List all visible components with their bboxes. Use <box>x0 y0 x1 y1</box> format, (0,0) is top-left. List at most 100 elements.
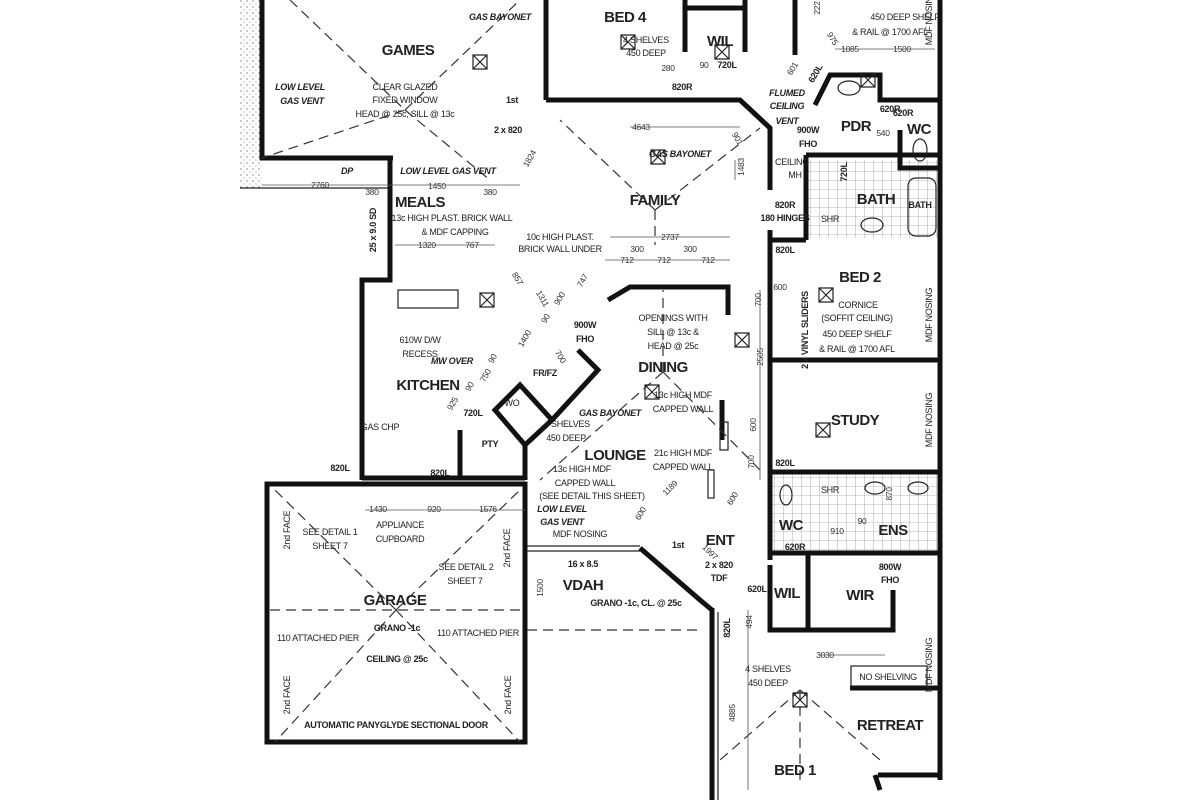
room-label-wir: WIR <box>846 587 874 604</box>
annotation: GAS VENT <box>280 96 325 106</box>
annotation: 610W D/W <box>399 335 441 345</box>
dimension-label: 300 <box>630 244 644 254</box>
door-label: 820L <box>775 458 795 468</box>
door-label: 820L <box>722 618 732 638</box>
door-label: 820L <box>775 245 795 255</box>
annotation: CEILING @ 25c <box>366 654 428 664</box>
room-label-bed-1: BED 1 <box>774 762 816 779</box>
annotation: BATH <box>908 200 931 210</box>
walls <box>240 0 943 800</box>
dimension-label: 1430 <box>369 504 387 514</box>
annotation: 4 SHELVES <box>623 35 669 45</box>
annotation: NO SHELVING <box>859 672 917 682</box>
door-label: 820R <box>672 82 693 92</box>
annotation: (SEE DETAIL THIS SHEET) <box>539 491 645 501</box>
dimension-label: 700 <box>753 293 763 307</box>
annotation: 16 x 8.5 <box>568 559 598 569</box>
annotation: CLEAR GLAZED <box>373 82 439 92</box>
annotation: SHEET 7 <box>312 541 348 551</box>
annotation: 13c HIGH MDF <box>654 390 713 400</box>
door-label: 820L <box>430 468 450 478</box>
dimension-label: 1483 <box>736 158 746 176</box>
annotation: DP <box>341 166 354 176</box>
door-label: 620R <box>880 104 901 114</box>
dimension-label: 300 <box>683 244 697 254</box>
light-point-icon <box>734 332 750 348</box>
dimension-label: 975 <box>825 30 841 47</box>
door-label: 720L <box>717 60 737 70</box>
annotation: 2 x 820 <box>494 125 522 135</box>
annotation: 2 x VINYL SLIDERS <box>800 291 810 369</box>
dimension-label: 90 <box>486 352 499 365</box>
annotation: 1st <box>672 540 684 550</box>
room-label-wc: WC <box>907 121 932 138</box>
dimension-label: 600 <box>773 282 787 292</box>
dimension-label: 4885 <box>727 704 737 722</box>
room-label-games: GAMES <box>382 42 435 59</box>
annotation: 110 ATTACHED PIER <box>277 633 360 643</box>
dimension-label: 600 <box>725 490 741 507</box>
dimension-label: 857 <box>510 270 526 287</box>
dimension-label: 1576 <box>479 504 497 514</box>
annotation: 800W <box>879 562 902 572</box>
annotation: 450 DEEP <box>626 48 666 58</box>
annotation: 2nd FACE <box>282 675 292 714</box>
annotation: CUPBOARD <box>376 534 425 544</box>
annotation: 25 x 9.0 SD <box>368 207 378 252</box>
door-label: 620L <box>747 584 767 594</box>
ensuite-tiles <box>772 474 940 552</box>
annotation: & RAIL @ 1700 AFL <box>819 344 895 354</box>
bath-tiles <box>808 160 940 238</box>
annotation: FR/FZ <box>533 368 558 378</box>
annotation: GRANO -1c, CL. @ 25c <box>590 598 682 608</box>
room-label-wil: WIL <box>707 33 733 50</box>
annotation: 2nd FACE <box>503 675 513 714</box>
dimension-label: 90 <box>463 380 476 393</box>
dimension-label: 700 <box>746 455 756 469</box>
room-label-bed-4: BED 4 <box>604 9 647 26</box>
dimension-label: 222 <box>812 1 822 15</box>
annotation: FIXED WINDOW <box>373 95 439 105</box>
annotation: 10c HIGH PLAST. <box>526 232 594 242</box>
annotation: SHR <box>821 485 840 495</box>
room-label-garage: GARAGE <box>364 592 427 609</box>
dimension-label: 540 <box>876 128 890 138</box>
annotation: SHEET 7 <box>447 576 483 586</box>
annotation: LOW LEVEL GAS VENT <box>400 166 497 176</box>
dimension-label: 1824 <box>521 148 539 169</box>
annotation: VENT <box>776 116 801 126</box>
annotation: 450 DEEP SHELF <box>822 329 892 339</box>
door-label: 720L <box>463 408 483 418</box>
exterior-brick-strip <box>240 0 262 188</box>
dimension-label: 1500 <box>535 579 545 597</box>
room-label-wil: WIL <box>774 585 800 602</box>
room-label-lounge: LOUNGE <box>584 447 646 464</box>
annotation: TDF <box>711 573 728 583</box>
door-label: 820L <box>330 463 350 473</box>
dimension-label: 1311 <box>534 289 551 309</box>
annotation: PTY <box>482 439 499 449</box>
annotation: & RAIL @ 1700 AFL <box>852 27 928 37</box>
light-point-icon <box>472 54 488 70</box>
door-label: 820R <box>775 200 796 210</box>
annotation: 110 ATTACHED PIER <box>437 628 520 638</box>
annotation: CAPPED WALL <box>653 404 714 414</box>
light-point-icon <box>860 72 876 88</box>
annotation: GAS BAYONET <box>579 408 643 418</box>
room-label-study: STUDY <box>831 412 880 429</box>
annotation: APPLIANCE <box>376 520 424 530</box>
room-label-pdr: PDR <box>841 118 872 135</box>
annotation: 13c HIGH MDF <box>553 464 612 474</box>
annotation: GAS BAYONET <box>649 149 713 159</box>
door-label: 720L <box>839 162 849 182</box>
dimension-label: 750 <box>478 367 494 384</box>
room-label-vdah: VDAH <box>563 577 604 594</box>
annotation: MDF NOSING <box>924 0 934 45</box>
annotation: GAS VENT <box>540 517 585 527</box>
light-point-icon <box>650 149 666 165</box>
dimension-label: 601 <box>785 60 801 77</box>
dimension-label: 700 <box>553 348 569 365</box>
annotation: MDF NOSING <box>924 287 934 342</box>
annotation: GAS BAYONET <box>469 12 533 22</box>
annotation: MDF NOSING <box>924 392 934 447</box>
